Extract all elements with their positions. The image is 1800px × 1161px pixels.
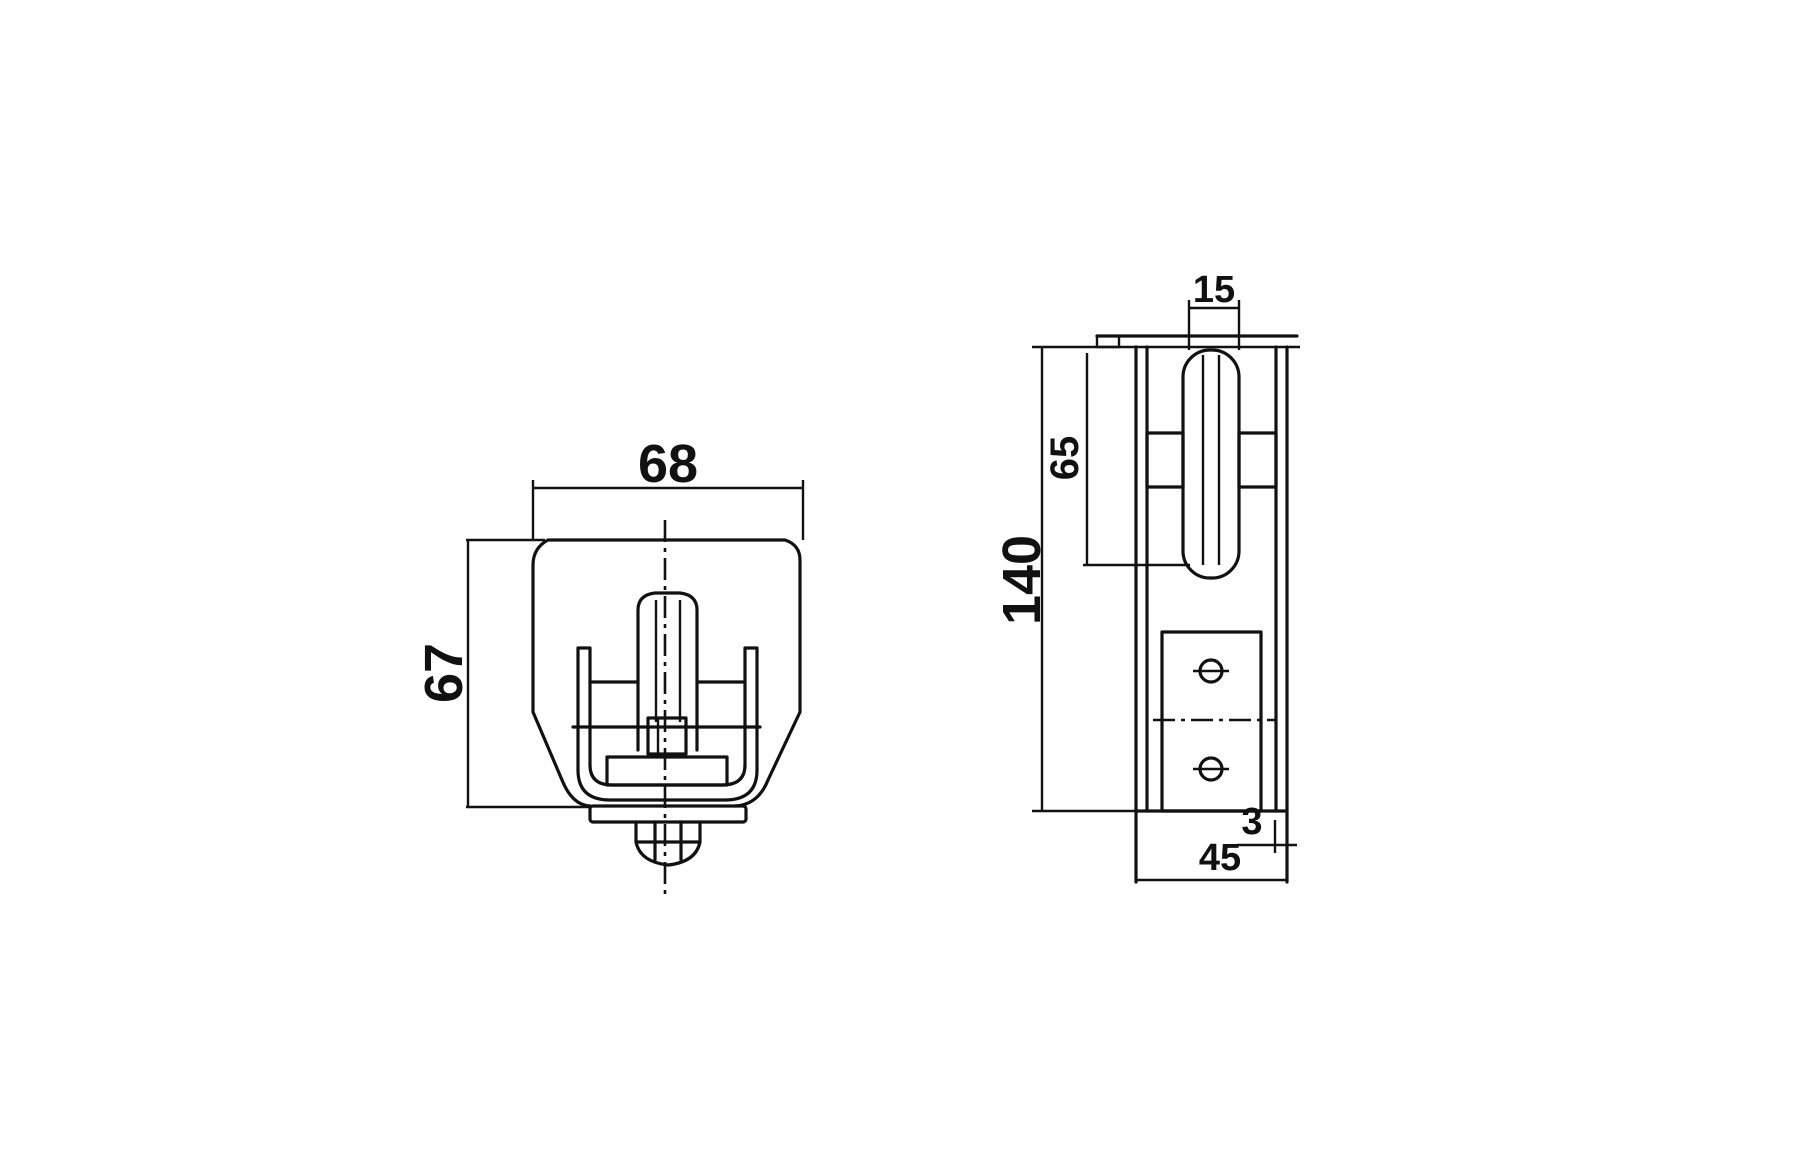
dimension-width-45: 45 [1136,837,1287,882]
wheel-side [1181,348,1241,580]
top-plate-tab [1095,334,1121,349]
axle-nut [646,716,688,756]
height-label: 67 [414,643,474,703]
base-plate [588,804,748,824]
dimension-width-15: 15 [1187,269,1241,350]
dimension-thickness-3: 3 [1237,801,1297,853]
wheel-width-label: 15 [1193,269,1235,311]
dimension-height-67: 67 [414,538,590,809]
bolt-hole-icon [1193,756,1229,782]
axle-block-right [1237,431,1278,489]
left-bracket [576,646,592,772]
inner-block [605,755,729,787]
axle-block-left [1145,431,1185,489]
right-bracket [743,646,759,772]
dimension-height-65: 65 [1043,353,1190,567]
base-width-label: 45 [1199,837,1241,879]
saddle [576,763,759,802]
bottom-bolt [634,820,702,867]
plate-thickness-label: 3 [1241,801,1262,843]
dimension-height-140: 140 [992,345,1300,813]
side-view: 140 65 15 [992,269,1300,884]
total-height-label: 140 [992,535,1052,625]
bolt-hole-icon [1193,658,1229,684]
wheel [636,591,699,752]
wheel-height-label: 65 [1043,436,1087,481]
front-view: 68 67 [414,434,805,895]
dimension-width-68: 68 [531,434,805,540]
width-label: 68 [638,434,698,494]
housing-outline [531,538,802,808]
